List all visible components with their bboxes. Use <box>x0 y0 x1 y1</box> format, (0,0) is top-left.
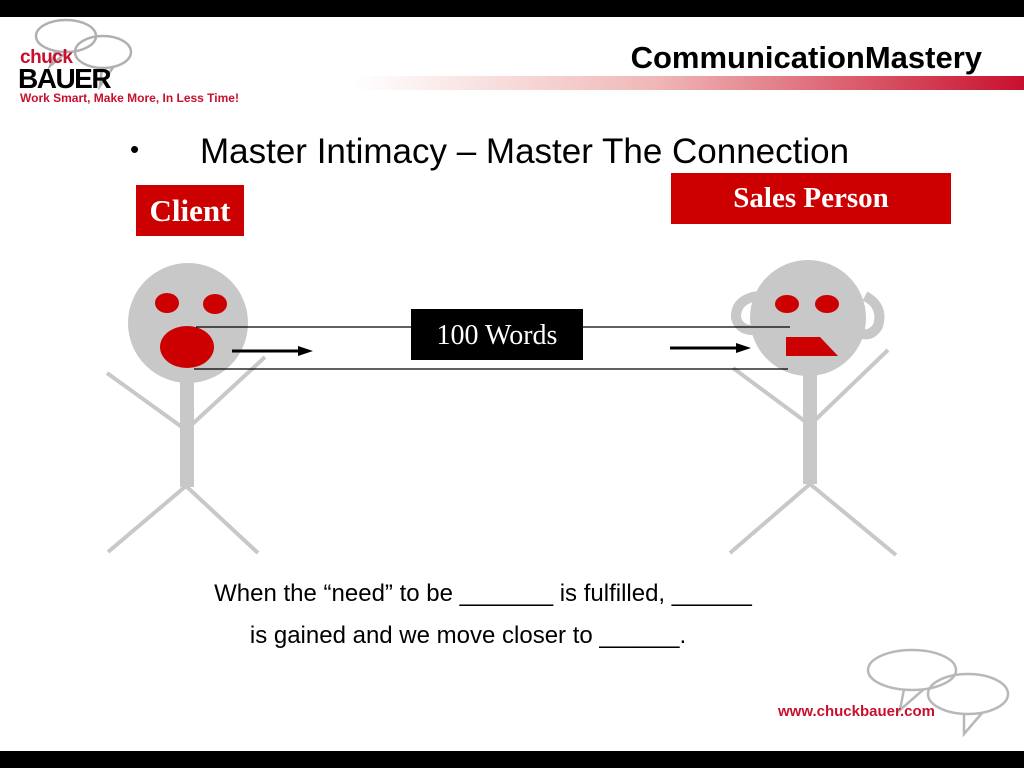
caption-line-1: When the “need” to be _______ is fulfill… <box>214 580 752 607</box>
client-mouth <box>160 326 214 368</box>
speech-bubbles-icon <box>34 18 133 90</box>
logo-chuck-text: chuck <box>20 47 73 68</box>
sales-person-left-arm <box>731 366 812 427</box>
sales-person-right-ear <box>861 291 885 340</box>
sales-person-right-leg <box>808 482 898 557</box>
top-band <box>0 0 1024 17</box>
sales-person-figure <box>728 260 898 557</box>
right-arrow-head <box>736 343 751 353</box>
bullet-marker: • <box>130 134 140 164</box>
client-figure <box>105 263 267 555</box>
header-gradient-bar <box>355 76 1024 90</box>
page-title: CommunicationMastery <box>630 40 982 75</box>
client-left-eye <box>155 293 179 313</box>
slide: chuck BAUER Work Smart, Make More, In Le… <box>0 17 1024 751</box>
bottom-band <box>0 751 1024 768</box>
logo-bauer-text: BAUER <box>18 63 112 94</box>
sales-person-mouth <box>786 337 838 356</box>
sales-person-head <box>750 260 866 376</box>
client-left-arm <box>105 371 188 432</box>
sales-person-left-leg <box>728 482 812 555</box>
sales-person-left-eye <box>775 295 799 313</box>
footer-url: www.chuckbauer.com <box>778 703 935 720</box>
client-right-eye <box>203 294 227 314</box>
bullet-text: Master Intimacy – Master The Connection <box>200 132 850 171</box>
sales-person-left-ear <box>730 291 759 336</box>
message-words-box: 100 Words <box>411 309 583 360</box>
communication-diagram <box>105 260 898 557</box>
client-right-leg <box>184 484 260 555</box>
client-label: Client <box>136 185 244 236</box>
client-left-leg <box>106 484 188 554</box>
sales-person-right-arm <box>808 348 890 427</box>
logo-tagline: Work Smart, Make More, In Less Time! <box>20 91 239 105</box>
sales-person-body <box>803 374 817 484</box>
left-arrow-head <box>298 346 313 356</box>
caption-line-2: is gained and we move closer to ______. <box>249 622 687 649</box>
sales-person-right-eye <box>815 295 839 313</box>
client-body <box>180 380 194 487</box>
client-head <box>128 263 248 383</box>
sales-person-label: Sales Person <box>671 173 951 224</box>
footer-speech-bubbles-icon <box>866 648 1010 738</box>
